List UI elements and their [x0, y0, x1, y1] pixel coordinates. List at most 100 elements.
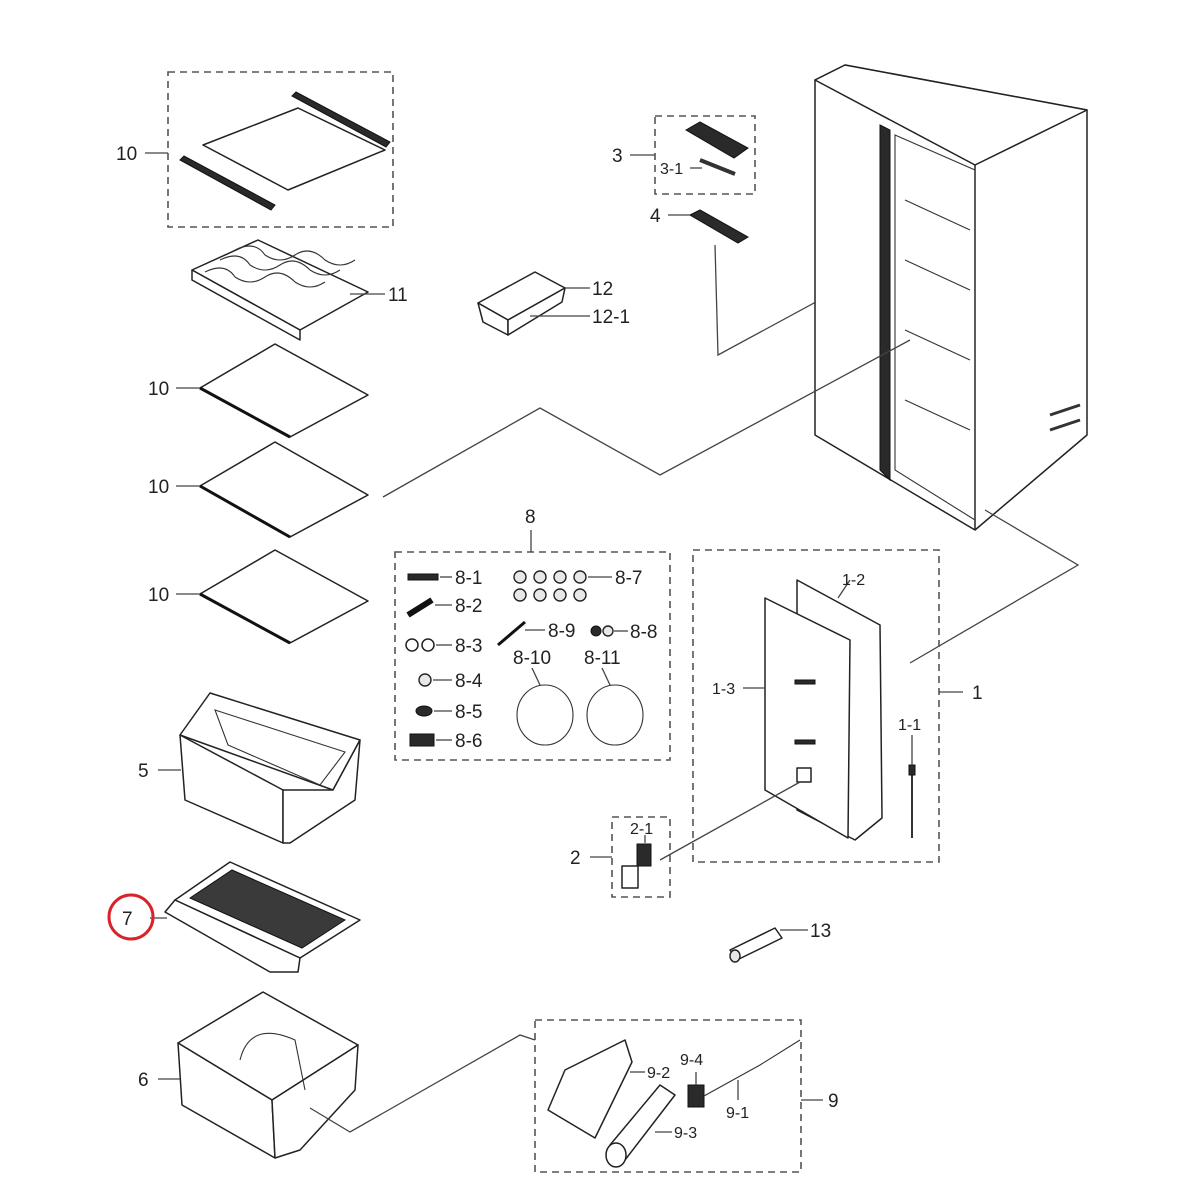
label-9: 9 — [828, 1091, 839, 1112]
leader-shelves-to-fridge — [382, 339, 911, 498]
shelf-c-edge — [199, 484, 291, 539]
cover-7-front — [164, 899, 301, 973]
fridge-divider — [879, 124, 891, 482]
part-9-2-cover — [547, 1039, 633, 1139]
part-8-8a — [590, 625, 602, 637]
label-1-3: 1-3 — [712, 681, 735, 698]
label-8: 8 — [525, 507, 536, 528]
leader-group1-to-fridge — [909, 509, 1080, 664]
shelf-d — [199, 549, 369, 644]
drawer-6-side — [271, 1044, 359, 1159]
fridge-fresh-compartment — [894, 134, 976, 521]
part-8-2 — [406, 597, 434, 618]
shelf-b — [199, 343, 369, 438]
label-2-1: 2-1 — [630, 821, 653, 838]
part-8-10-tube — [516, 684, 574, 746]
drawer-6: 6 — [138, 991, 359, 1159]
group-1: 1-2 1-3 1-1 1 — [692, 549, 983, 863]
refrigerator-cabinet — [814, 64, 1088, 531]
label-8-1: 8-1 — [455, 568, 482, 589]
label-10b: 10 — [148, 379, 169, 400]
part-8-8b — [602, 625, 614, 637]
part-8-6 — [409, 733, 435, 747]
group-1-box — [692, 549, 940, 863]
label-1-1: 1-1 — [898, 717, 921, 734]
part-2-body — [621, 865, 639, 889]
shelf-b-edge — [199, 386, 291, 439]
leader-9-to-drawer — [309, 1034, 536, 1133]
label-6: 6 — [138, 1070, 149, 1091]
label-9-1: 9-1 — [726, 1105, 749, 1122]
fridge-shelf-line-3 — [904, 329, 971, 361]
part-8-11-tube — [586, 684, 644, 746]
part-8-1 — [407, 573, 439, 581]
label-12: 12 — [592, 279, 613, 300]
label-1-2: 1-2 — [842, 572, 865, 589]
label-8-11: 8-11 — [584, 648, 621, 669]
group-2-box — [611, 816, 671, 898]
bin-12-side — [507, 287, 566, 336]
part-2-1 — [636, 843, 652, 867]
part-8-9 — [497, 620, 526, 647]
rack-wave-3 — [234, 245, 356, 266]
group-2: 2-1 2 — [570, 781, 801, 898]
part-1-3-panel — [764, 597, 851, 839]
label-3-1: 3-1 — [660, 161, 683, 178]
shelf-front-trim — [179, 155, 276, 211]
label-7: 7 — [122, 909, 133, 930]
part-3-cover — [685, 121, 749, 159]
wine-rack-11: 11 — [191, 239, 408, 341]
part-8-3b — [421, 638, 435, 652]
part-9-1-tube — [703, 1039, 801, 1097]
glass-shelf-10d: 10 — [148, 549, 369, 645]
label-8-5: 8-5 — [455, 702, 482, 723]
part-8-4 — [418, 673, 432, 687]
label-9-4: 9-4 — [680, 1052, 703, 1069]
drawer-6-liner — [239, 1032, 306, 1091]
fridge-vent-2 — [1049, 418, 1081, 432]
wine-rack-front — [191, 269, 301, 341]
shelf-c — [199, 441, 369, 538]
bin-12: 12 12-1 — [477, 271, 630, 336]
label-4: 4 — [650, 206, 661, 227]
shelf-rear-trim — [291, 91, 391, 148]
label-3: 3 — [612, 146, 623, 167]
group-10-top: 10 — [116, 71, 394, 228]
label-8-3: 8-3 — [455, 636, 482, 657]
part-8-3a — [405, 638, 419, 652]
rack-wave-1 — [204, 267, 326, 288]
part-8-5 — [415, 705, 433, 717]
highlight-circle-7 — [107, 893, 155, 941]
label-8-7: 8-7 — [615, 568, 642, 589]
label-10a: 10 — [116, 144, 137, 165]
part-4-bar — [688, 209, 749, 244]
label-13: 13 — [810, 921, 831, 942]
part-9-4-valve — [687, 1084, 705, 1108]
fridge-top — [814, 64, 1088, 166]
group-8-box — [394, 551, 671, 761]
glass-shelf-top — [202, 107, 386, 191]
label-11: 11 — [388, 285, 408, 306]
leader-2-to-panel — [659, 781, 801, 861]
shelf-d-edge — [199, 592, 291, 645]
fridge-shelf-line-2 — [904, 259, 971, 291]
label-1: 1 — [972, 683, 983, 704]
group-8: 8 8-1 8-2 8-3 8-4 8-5 8-6 8-7 — [394, 507, 671, 761]
rack-wave-2 — [219, 255, 341, 276]
drawer-5: 5 — [138, 692, 361, 844]
label-10d: 10 — [148, 585, 169, 606]
drawer-cover-7: 7 — [107, 861, 361, 973]
group-10-box — [167, 71, 394, 228]
drawer-5-side — [282, 739, 361, 844]
label-9-2: 9-2 — [647, 1065, 670, 1082]
fridge-vent-1 — [1049, 403, 1081, 417]
glass-shelf-10c: 10 — [148, 441, 369, 539]
label-8-6: 8-6 — [455, 731, 482, 752]
fridge-shelf-line-4 — [904, 399, 971, 431]
glass-shelf-10b: 10 — [148, 343, 369, 439]
filter-13: 13 — [729, 921, 831, 963]
label-10c: 10 — [148, 477, 169, 498]
drawer-5-inner — [214, 709, 346, 786]
label-2: 2 — [570, 848, 581, 869]
